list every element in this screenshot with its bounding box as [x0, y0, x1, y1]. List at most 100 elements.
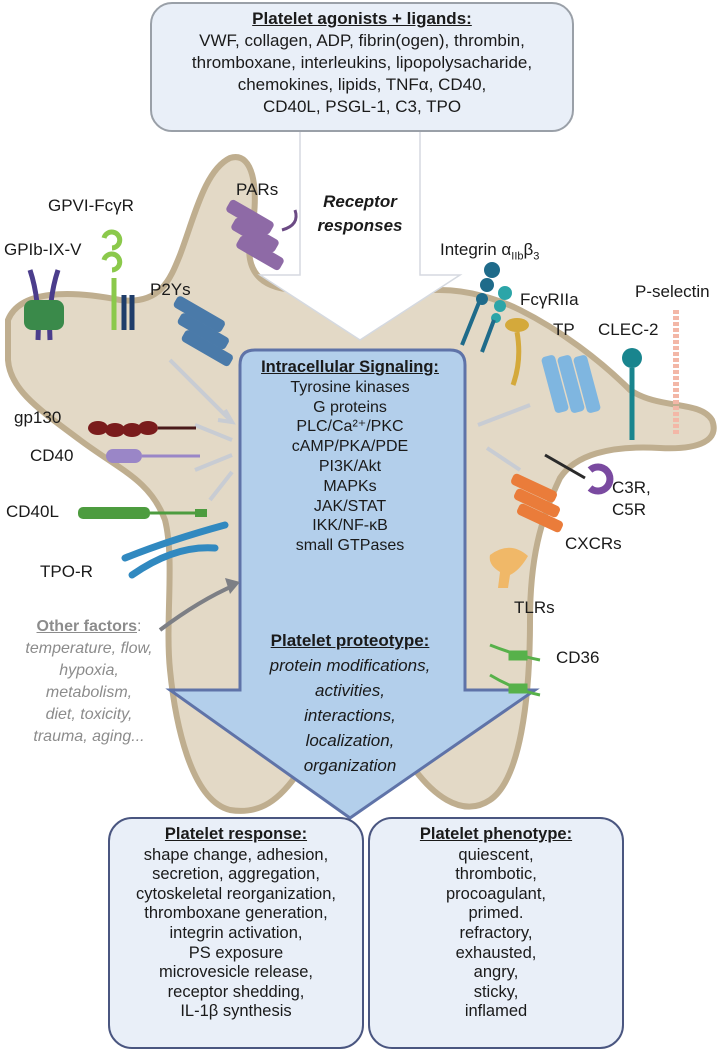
signaling-item: cAMP/PKA/PDE [291, 438, 409, 456]
signaling-item: small GTPases [295, 537, 405, 555]
label-gpvi: GPVI-FcγR [48, 196, 134, 215]
signaling-item: MAPKs [323, 477, 377, 495]
response-item: IL-1β synthesis [180, 1002, 292, 1021]
other-factors-title: Other factors [36, 618, 137, 635]
label-pselectin: P-selectin [635, 282, 710, 301]
signaling-title: Intracellular Signaling: [261, 358, 439, 376]
phenotype-item: angry, [473, 963, 519, 982]
phenotype-item: procoagulant, [446, 884, 546, 903]
other-factor-item: diet, toxicity, [45, 706, 133, 723]
label-c5r: C5R [612, 500, 647, 519]
proteotype-item: organization [303, 756, 397, 775]
grey-arrows [168, 358, 531, 502]
tp-receptor-icon [541, 355, 601, 413]
integrin-text: β [523, 240, 534, 259]
response-item: PS exposure [188, 943, 284, 962]
phenotype-item: sticky, [473, 982, 519, 1001]
label-gp130: gp130 [14, 408, 62, 427]
phenotype-item: thrombotic, [455, 865, 537, 884]
agonists-title: Platelet agonists + ligands: [252, 9, 472, 28]
receptor-responses-line: Receptor [323, 192, 397, 211]
other-factor-item: hypoxia, [59, 662, 119, 679]
tlr-receptor-icon [489, 547, 528, 588]
fcgriia-receptor-icon [505, 318, 529, 386]
agonists-line: thromboxane, interleukins, lipopolysacha… [191, 53, 533, 72]
p2y-receptor-icon [173, 296, 233, 367]
response-item: shape change, adhesion, [143, 845, 329, 864]
integrin-receptor-icon [460, 262, 512, 353]
response-title: Platelet response: [164, 825, 308, 843]
proteotype-item: interactions, [304, 706, 396, 725]
receptor-responses-arrow [257, 129, 463, 341]
other-factors: Other factors: temperature, flow, hypoxi… [0, 616, 178, 748]
label-tlrs: TLRs [514, 598, 555, 617]
c3r-receptor-icon [544, 453, 614, 495]
tporeceptor-icon [121, 521, 229, 579]
response-item: integrin activation, [169, 923, 303, 942]
label-fcgriia: FcγRIIa [520, 290, 579, 309]
proteotype-item: protein modifications, [269, 656, 431, 675]
cd36-receptor-icon [489, 643, 541, 697]
other-factors-colon: : [137, 618, 142, 635]
response-item: thromboxane generation, [144, 904, 328, 923]
cxcr-receptor-icon [511, 473, 563, 533]
signaling-arrow [165, 348, 540, 820]
integrin-sub: 3 [533, 250, 540, 263]
agonists-box: Platelet agonists + ligands: VWF, collag… [150, 2, 574, 132]
label-integrin: Integrin αIIbβ3 [440, 240, 539, 262]
label-tpor: TPO-R [40, 562, 93, 581]
signaling-item: PLC/Ca²⁺/PKC [296, 418, 404, 436]
cd40l-receptor-icon [78, 507, 207, 519]
label-clec2: CLEC-2 [598, 320, 659, 339]
proteotype-item: localization, [305, 731, 395, 750]
label-cxcrs: CXCRs [565, 534, 622, 553]
signaling-item: PI3K/Akt [318, 457, 382, 475]
agonists-line: VWF, collagen, ADP, fibrin(ogen), thromb… [199, 31, 525, 50]
phenotype-item: quiescent, [458, 845, 534, 864]
signaling-item: Tyrosine kinases [290, 378, 410, 396]
agonists-line: chemokines, lipids, TNFα, CD40, [237, 75, 487, 94]
label-c3r: C3R, [612, 478, 651, 497]
gp130-receptor-icon [88, 421, 196, 437]
response-item: cytoskeletal reorganization, [136, 884, 336, 903]
proteotype-title: Platelet proteotype: [270, 631, 430, 650]
label-tp: TP [553, 320, 575, 339]
label-gpib: GPIb-IX-V [4, 240, 82, 259]
proteotype-item: activities, [315, 681, 385, 700]
integrin-sub: IIb [511, 250, 524, 263]
gpvi-receptor-icon [101, 229, 135, 330]
agonists-line: CD40L, PSGL-1, C3, TPO [262, 97, 462, 116]
signaling-item: JAK/STAT [313, 497, 387, 515]
phenotype-box: Platelet phenotype: quiescent, thromboti… [368, 817, 624, 1049]
phenotype-title: Platelet phenotype: [419, 825, 573, 843]
other-factors-arrow [158, 583, 236, 632]
label-cd36: CD36 [556, 648, 600, 667]
proteotype-list: Platelet proteotype: protein modificatio… [230, 628, 470, 778]
label-cd40l: CD40L [6, 502, 59, 521]
signaling-item: IKK/NF-κB [312, 517, 388, 535]
phenotype-item: inflamed [464, 1002, 528, 1021]
response-item: secretion, aggregation, [152, 865, 320, 884]
signaling-list: Intracellular Signaling: Tyrosine kinase… [240, 358, 460, 556]
other-factor-item: temperature, flow, [25, 640, 153, 657]
other-factor-item: metabolism, [45, 684, 133, 701]
response-item: receptor shedding, [167, 982, 305, 1001]
gpib-receptor-icon [24, 269, 64, 341]
other-factor-item: trauma, aging... [33, 728, 145, 745]
phenotype-item: exhausted, [455, 943, 537, 962]
clec2-receptor-icon [622, 348, 642, 440]
pars-receptor-icon [226, 199, 298, 271]
response-item: microvesicle release, [158, 963, 314, 982]
response-box: Platelet response: shape change, adhesio… [108, 817, 364, 1049]
phenotype-item: primed. [468, 904, 524, 923]
receptor-responses-label: Receptor responses [300, 190, 420, 238]
label-p2ys: P2Ys [150, 280, 191, 299]
integrin-text: Integrin α [440, 240, 512, 259]
label-pars: PARs [236, 180, 279, 199]
phenotype-item: refractory, [459, 923, 533, 942]
cd40-receptor-icon [106, 449, 200, 463]
receptor-responses-line: responses [317, 216, 403, 235]
label-cd40: CD40 [30, 446, 74, 465]
